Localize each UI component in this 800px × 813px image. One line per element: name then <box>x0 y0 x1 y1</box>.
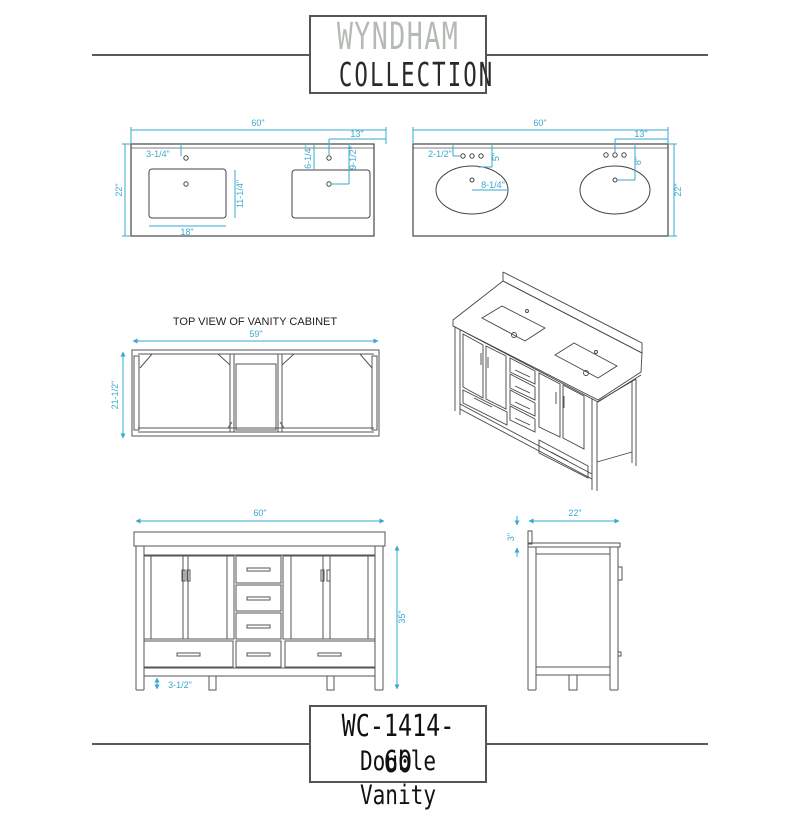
dim-depth: 22" <box>114 183 124 196</box>
countertop-oval-view: 60" 22" 2-1/2" 5" 8-1/4" 13" 8" <box>412 118 683 237</box>
dim-drain-back: 9-1/2" <box>348 146 358 170</box>
header-rule-right <box>487 54 708 56</box>
model-label: WC-1414-60 Double Vanity <box>309 705 487 811</box>
dim-height: 35" <box>397 610 407 623</box>
dim-faucet-center: 13" <box>350 129 363 139</box>
dim-faucet-center: 13" <box>634 129 647 139</box>
cabinet-isometric-view <box>452 271 643 491</box>
dim-drain-back: 8" <box>633 157 643 165</box>
dim-sink-radius: 8-1/4" <box>481 180 505 190</box>
dim-sink-depth: 11-1/4" <box>235 180 245 208</box>
countertop-rect-view: 60" 22" 3-1/4" 13" 6-1/4" 9-1/2" 11-1/4"… <box>114 118 387 237</box>
footer-rule-right <box>487 743 708 745</box>
brand-line1: WYNDHAM <box>336 15 460 58</box>
dim-width: 59" <box>249 329 262 339</box>
top-view-title: TOP VIEW OF VANITY CABINET <box>173 316 337 328</box>
dim-faucet-back: 5" <box>491 153 501 161</box>
dim-faucet-back: 6-1/4" <box>303 145 313 169</box>
dim-width: 60" <box>251 118 264 128</box>
model-code: WC-1414-60 <box>341 709 455 780</box>
footer-rule-left <box>92 743 309 745</box>
dim-depth: 21-1/2" <box>110 381 120 410</box>
dim-faucet-left: 2-1/2" <box>428 149 452 159</box>
dim-width: 60" <box>253 508 266 518</box>
brand-logo: WYNDHAM COLLECTION <box>309 15 492 94</box>
dim-backsplash: 3" <box>506 533 516 541</box>
dim-faucet-left: 3-1/4" <box>146 149 170 159</box>
dim-width: 60" <box>533 118 546 128</box>
model-name: Double Vanity <box>359 746 437 811</box>
header-rule-left <box>92 54 309 56</box>
dim-sink-width: 18" <box>180 227 193 237</box>
cabinet-side-view: 22" 3" <box>506 508 623 691</box>
cabinet-front-view: 60" 35" 3-1/2" <box>133 508 407 691</box>
dim-toe-kick: 3-1/2" <box>168 680 192 690</box>
dim-depth: 22" <box>673 183 683 196</box>
cabinet-top-view: TOP VIEW OF VANITY CABINET 59" 21-1/2" <box>110 316 380 439</box>
dim-depth: 22" <box>568 508 581 518</box>
